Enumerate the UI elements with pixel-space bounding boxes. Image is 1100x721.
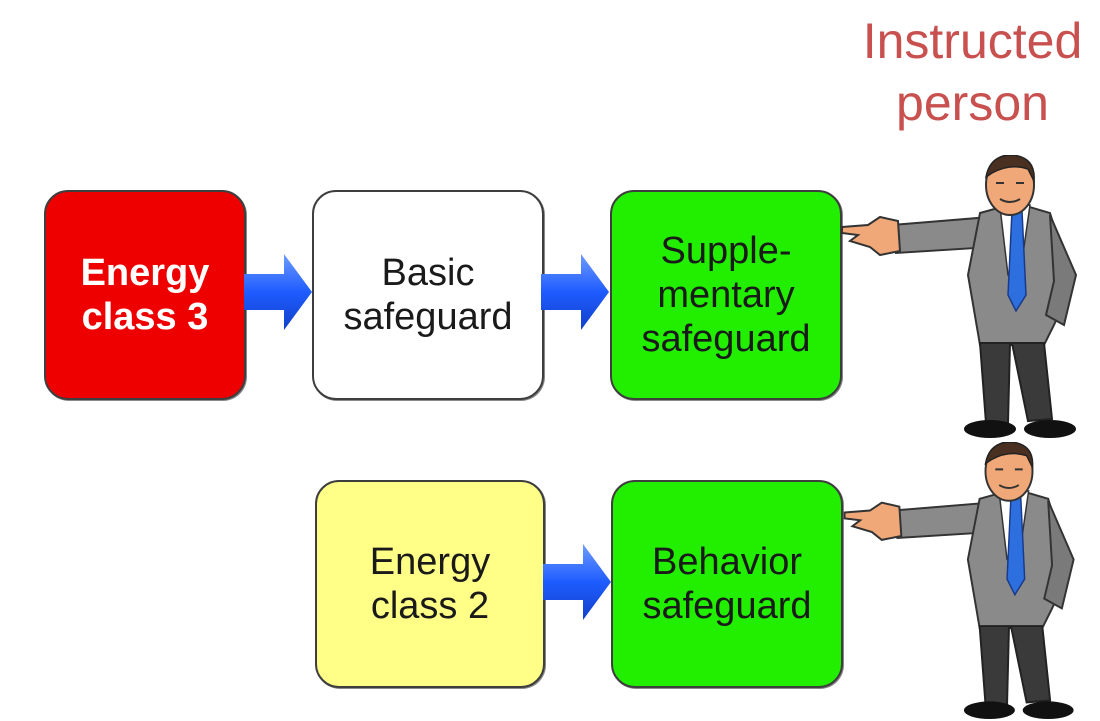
supplementary-safeguard-box: Supple- mentary safeguard <box>610 190 842 400</box>
energy-class-2-box: Energy class 2 <box>315 480 545 688</box>
supplementary-safeguard-line-2: mentary <box>657 274 795 316</box>
instructed-person-icon <box>843 442 1075 720</box>
title-line-2: person <box>896 75 1049 131</box>
energy-class-2-line-2: class 2 <box>370 585 490 627</box>
instructed-person-icon <box>841 155 1078 438</box>
behavior-safeguard-line-1: Behavior <box>652 541 802 583</box>
behavior-safeguard-line-2: safeguard <box>642 585 812 627</box>
energy-class-2-line-1: Energy <box>369 541 491 583</box>
right-arrow-icon <box>543 544 611 620</box>
supplementary-safeguard-line-1: Supple- <box>660 230 792 272</box>
energy-class-3-line-2: class 3 <box>81 296 209 338</box>
basic-safeguard-box: Basic safeguard <box>312 190 544 400</box>
supplementary-safeguard-line-3: safeguard <box>641 318 811 360</box>
basic-safeguard-line-1: Basic <box>381 252 475 294</box>
instructed-person-title: Instructed person <box>840 10 1100 134</box>
behavior-safeguard-box: Behavior safeguard <box>611 480 843 688</box>
right-arrow-icon <box>541 254 609 330</box>
energy-class-3-line-1: Energy <box>80 252 210 294</box>
basic-safeguard-line-2: safeguard <box>343 296 513 338</box>
energy-class-3-box: Energy class 3 <box>44 190 246 400</box>
right-arrow-icon <box>244 254 312 330</box>
title-line-1: Instructed <box>862 13 1083 69</box>
